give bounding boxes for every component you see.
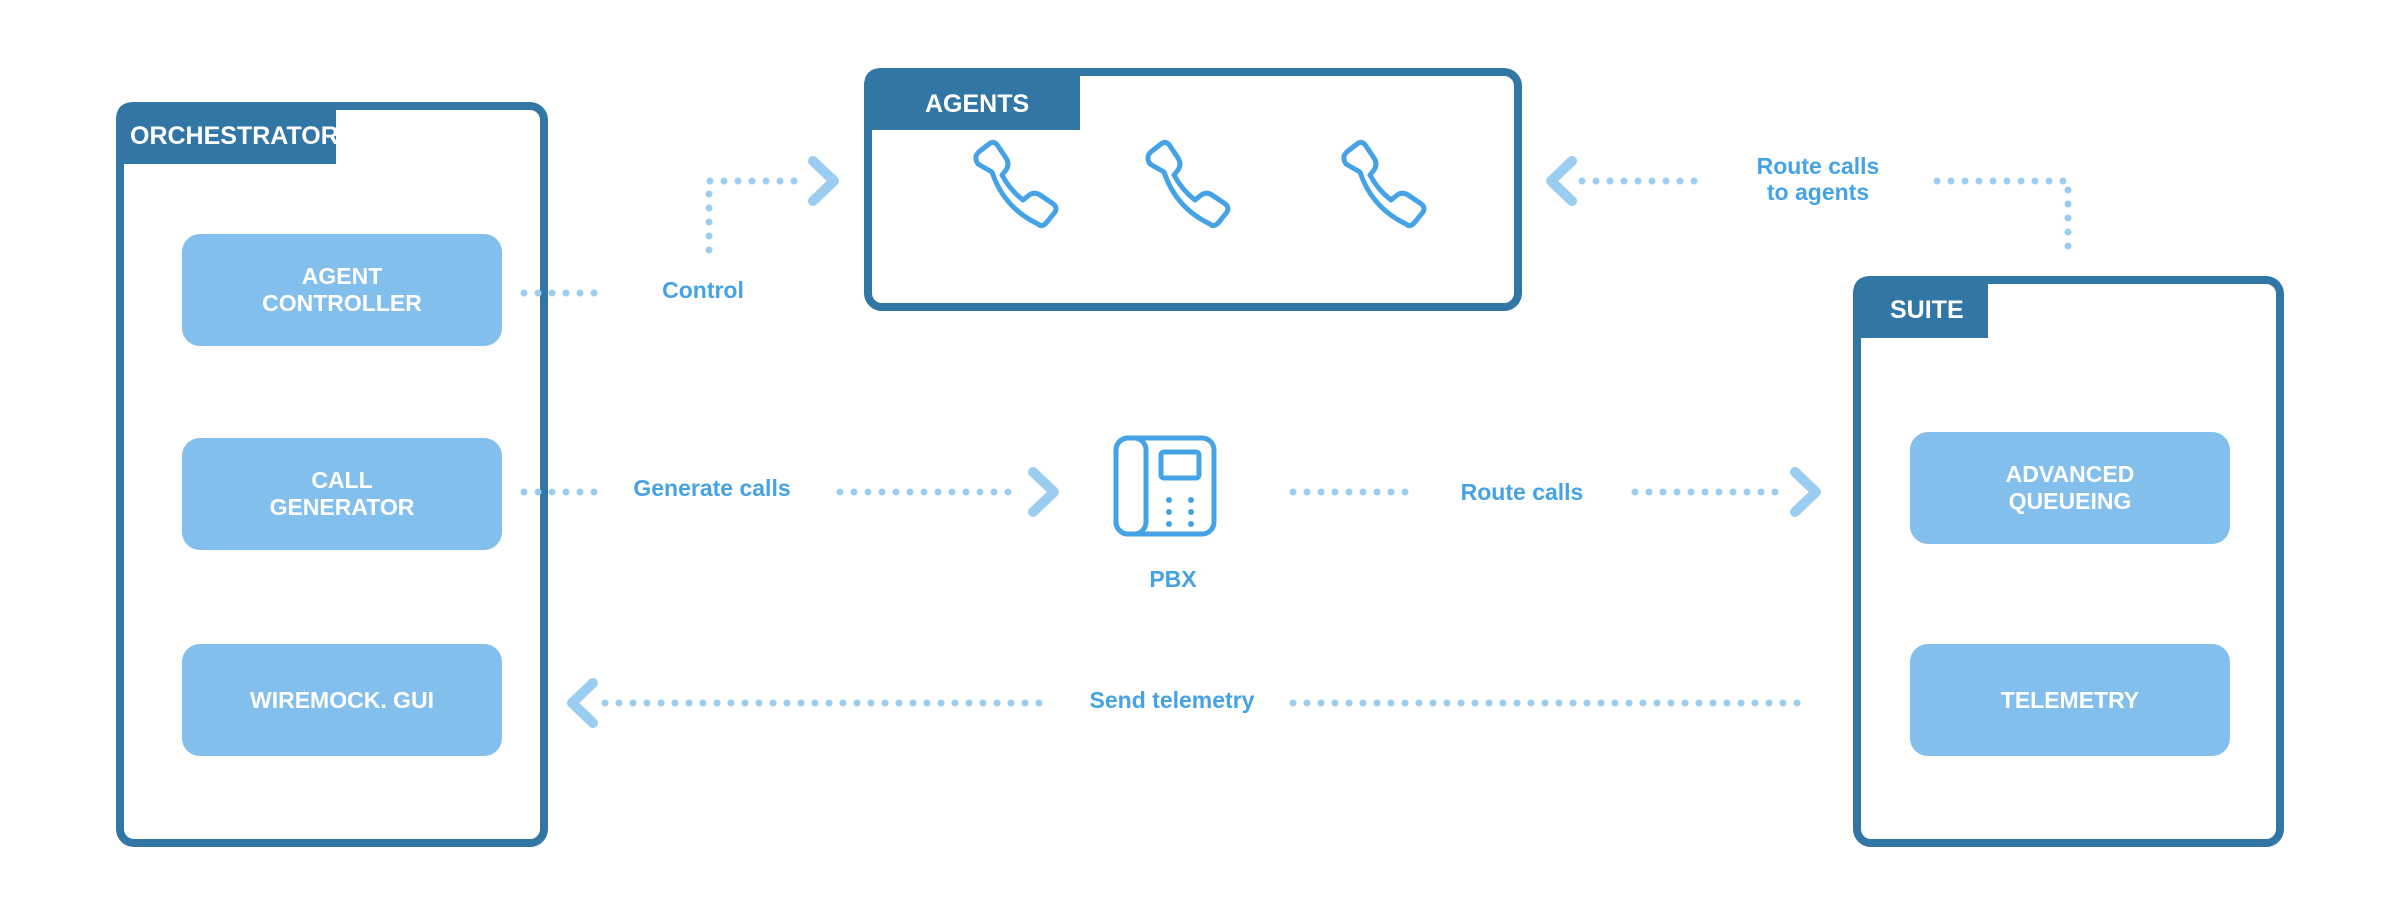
advanced-queueing-label-2: QUEUEING [2009,488,2132,514]
call-generator-block [182,438,502,550]
send-telemetry-label: Send telemetry [1090,687,1255,713]
call-generator-label-1: CALL [311,467,372,493]
route-agents-label-2: to agents [1767,179,1869,205]
telemetry-block [1910,644,2230,756]
pbx-label: PBX [1149,566,1197,592]
phone-handset-icon [1341,139,1427,229]
wiremock-gui-label: WIREMOCK. GUI [250,687,434,713]
agent-controller-label-2: CONTROLLER [262,290,422,316]
agents-frame [864,68,1522,311]
arrow-left-icon [1546,156,1577,206]
control-connector-right [705,177,807,254]
orchestrator-panel: ORCHESTRATOR AGENT CONTROLLER CALL GENER… [116,102,548,847]
advanced-queueing-block [1910,432,2230,544]
arrow-left-icon [567,678,598,728]
arrow-right-icon [1790,467,1821,517]
orchestrator-title: ORCHESTRATOR [130,122,339,150]
route-agents-connector-right [1933,177,2072,254]
suite-panel: SUITE ADVANCED QUEUEING TELEMETRY [1853,276,2284,847]
control-label: Control [662,277,744,303]
arrow-right-icon [808,156,839,206]
agents-title: AGENTS [925,90,1029,118]
phone-handset-icon [973,139,1059,229]
agents-header [864,68,1080,130]
desk-phone-icon [1113,435,1217,537]
arrow-right-icon [1028,467,1059,517]
suite-frame [1853,276,2284,847]
route-agents-label-1: Route calls [1757,153,1880,179]
wiremock-gui-block [182,644,502,756]
suite-title: SUITE [1890,296,1964,324]
suite-header [1853,276,1988,338]
call-generator-label-2: GENERATOR [270,494,415,520]
telemetry-label: TELEMETRY [2001,687,2139,713]
pbx-node: PBX [1113,435,1217,592]
advanced-queueing-label-1: ADVANCED [2006,461,2135,487]
phone-handset-icon [1145,139,1231,229]
agent-controller-label-1: AGENT [302,263,383,289]
agents-panel: AGENTS [864,68,1522,311]
connectors [520,177,2072,707]
orchestrator-header [116,102,336,164]
generate-calls-label: Generate calls [633,475,790,501]
arrowheads [567,156,1821,728]
route-calls-label: Route calls [1461,479,1584,505]
agent-controller-block [182,234,502,346]
